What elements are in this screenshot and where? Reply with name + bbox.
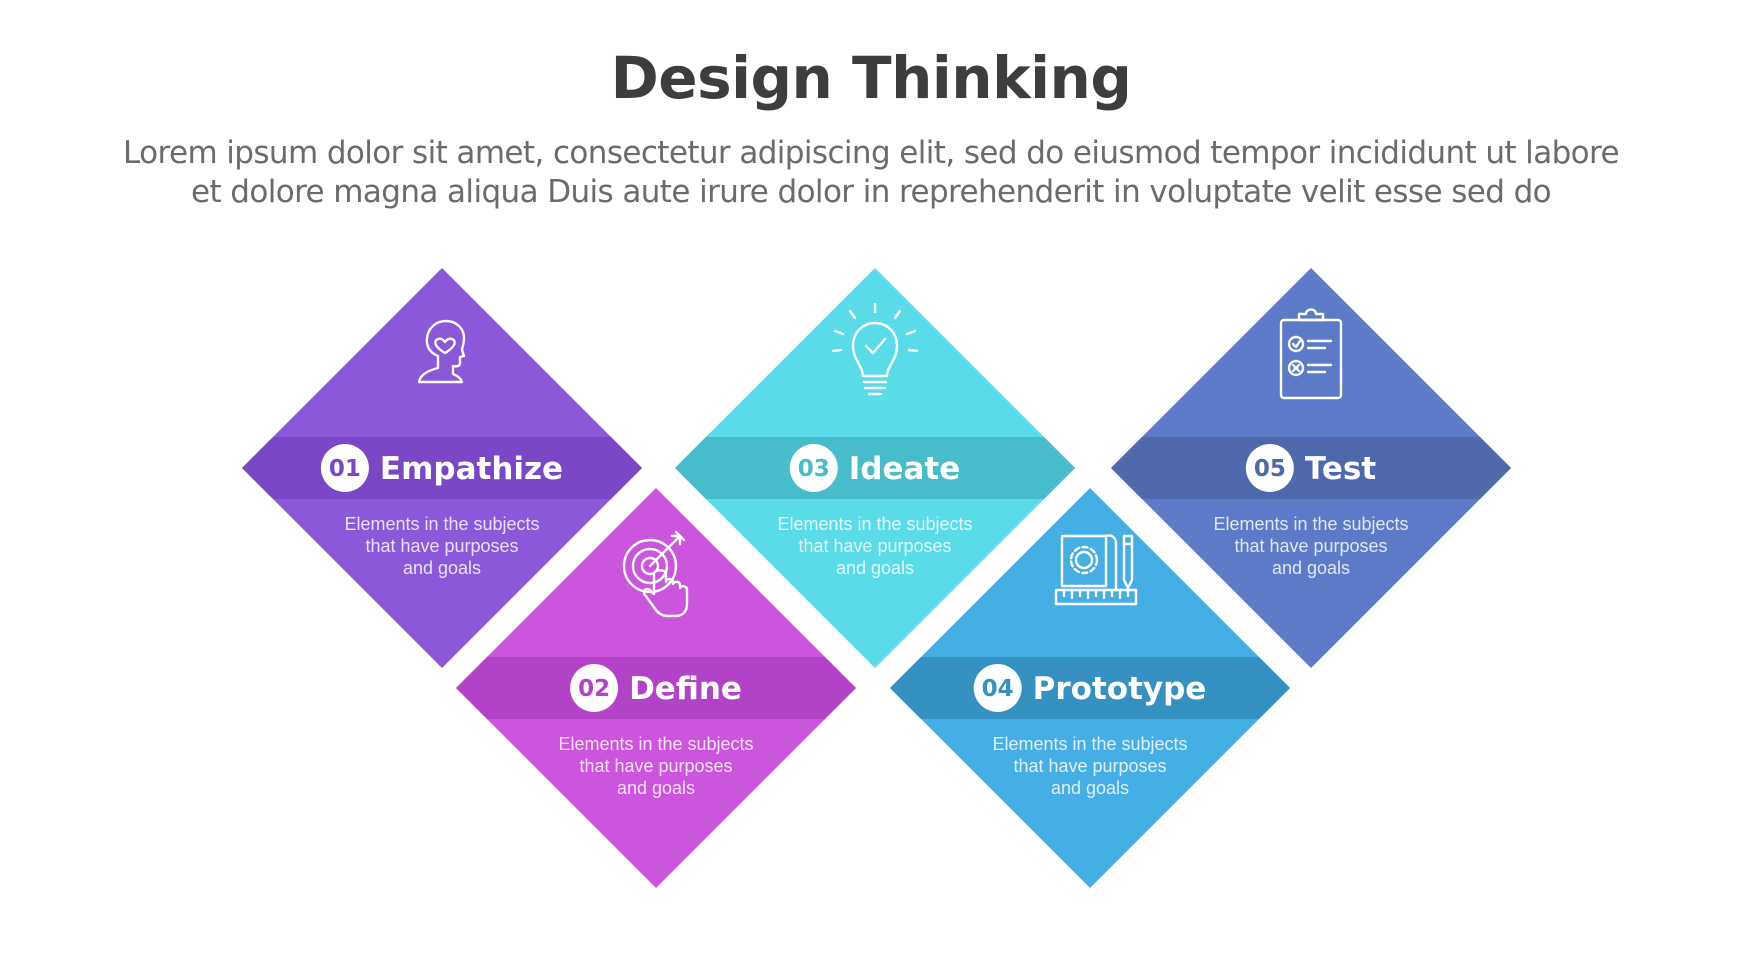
step-description-line: and goals [1051, 778, 1129, 798]
step-label: Prototype [1033, 671, 1207, 707]
step-number-badge [789, 444, 838, 492]
subtitle-line-2: et dolore magna aliqua Duis aute irure d… [190, 174, 1552, 210]
step-label-band [675, 437, 1075, 499]
step-number-badge [973, 664, 1022, 712]
step-number-badge [320, 444, 369, 492]
step-number: 03 [798, 456, 830, 482]
blueprint-ruler-icon [1054, 534, 1138, 606]
step-description-line: that have purposes [798, 536, 951, 556]
step-description-line: and goals [1272, 558, 1350, 578]
step-number: 02 [578, 676, 610, 702]
step-description-line: that have purposes [1234, 536, 1387, 556]
step-description-line: Elements in the subjects [344, 514, 539, 534]
step-label: Test [1305, 451, 1377, 487]
step-description-line: Elements in the subjects [992, 734, 1187, 754]
page-subtitle: Lorem ipsum dolor sit amet, consectetur … [71, 134, 1671, 212]
target-hand-icon [622, 530, 689, 618]
step-description-line: and goals [617, 778, 695, 798]
step-description-line: that have purposes [365, 536, 518, 556]
step-number-badge [1245, 444, 1294, 492]
step-label-band [1111, 437, 1511, 499]
step-description-line: and goals [403, 558, 481, 578]
step-description-line: Elements in the subjects [1213, 514, 1408, 534]
step-label: Empathize [380, 451, 563, 487]
step-description-line: Elements in the subjects [777, 514, 972, 534]
step-number: 05 [1254, 456, 1286, 482]
subtitle-line-1: Lorem ipsum dolor sit amet, consectetur … [123, 135, 1620, 171]
step-number: 01 [329, 456, 361, 482]
step-label: Define [629, 671, 742, 707]
page-title: Design Thinking [610, 44, 1132, 112]
step-number: 04 [982, 676, 1014, 702]
head-heart-icon [417, 319, 466, 384]
step-label-band [456, 657, 856, 719]
step-description-line: that have purposes [579, 756, 732, 776]
lightbulb-check-icon [831, 302, 919, 396]
step-description-line: Elements in the subjects [558, 734, 753, 754]
clipboard-checklist-icon [1279, 308, 1343, 400]
step-description-line: that have purposes [1013, 756, 1166, 776]
step-label: Ideate [849, 451, 961, 487]
step-description-line: and goals [836, 558, 914, 578]
step-number-badge [570, 664, 619, 712]
